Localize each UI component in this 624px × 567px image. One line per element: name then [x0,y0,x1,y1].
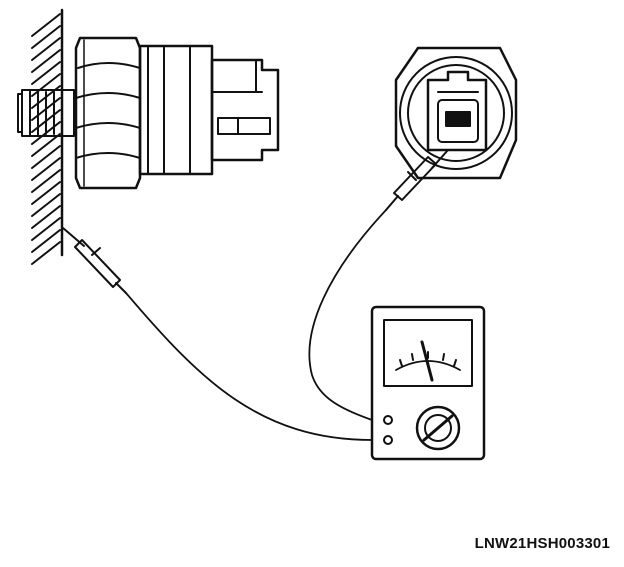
hatch-line [31,145,61,169]
pressure-switch-side-view [17,36,280,190]
hatch-line [31,73,61,97]
threaded-stud [17,89,75,137]
switch-body [138,44,214,176]
hatch-line [31,169,61,193]
hatch-line [31,229,61,253]
hatch-line [31,193,61,217]
hatch-line [31,61,61,85]
hatch-line [31,13,61,37]
connector-housing [210,58,280,162]
meter-terminal-upper [383,415,393,425]
hatch-line [31,205,61,229]
ground-probe [62,227,127,294]
hatch-line [31,181,61,205]
pressure-switch-end-view [394,46,518,180]
hatch-line [31,241,61,265]
meter-terminal-lower [383,435,393,445]
analog-multimeter [370,305,486,461]
meter-needle [420,340,434,382]
hatch-line [31,37,61,61]
hatch-line [31,217,61,241]
selector-knob [415,405,461,451]
mounting-wall [31,8,64,265]
meter-scale-window [383,319,473,387]
figure-code-label: LNW21HSH003301 [474,535,610,552]
hatch-line [31,49,61,73]
hex-nut [74,36,142,190]
hatch-line [31,133,61,157]
hatch-line [31,25,61,49]
terminal-probe [385,149,449,211]
test-leads [125,209,387,441]
connector-socket [426,70,488,152]
hatch-line [31,157,61,181]
